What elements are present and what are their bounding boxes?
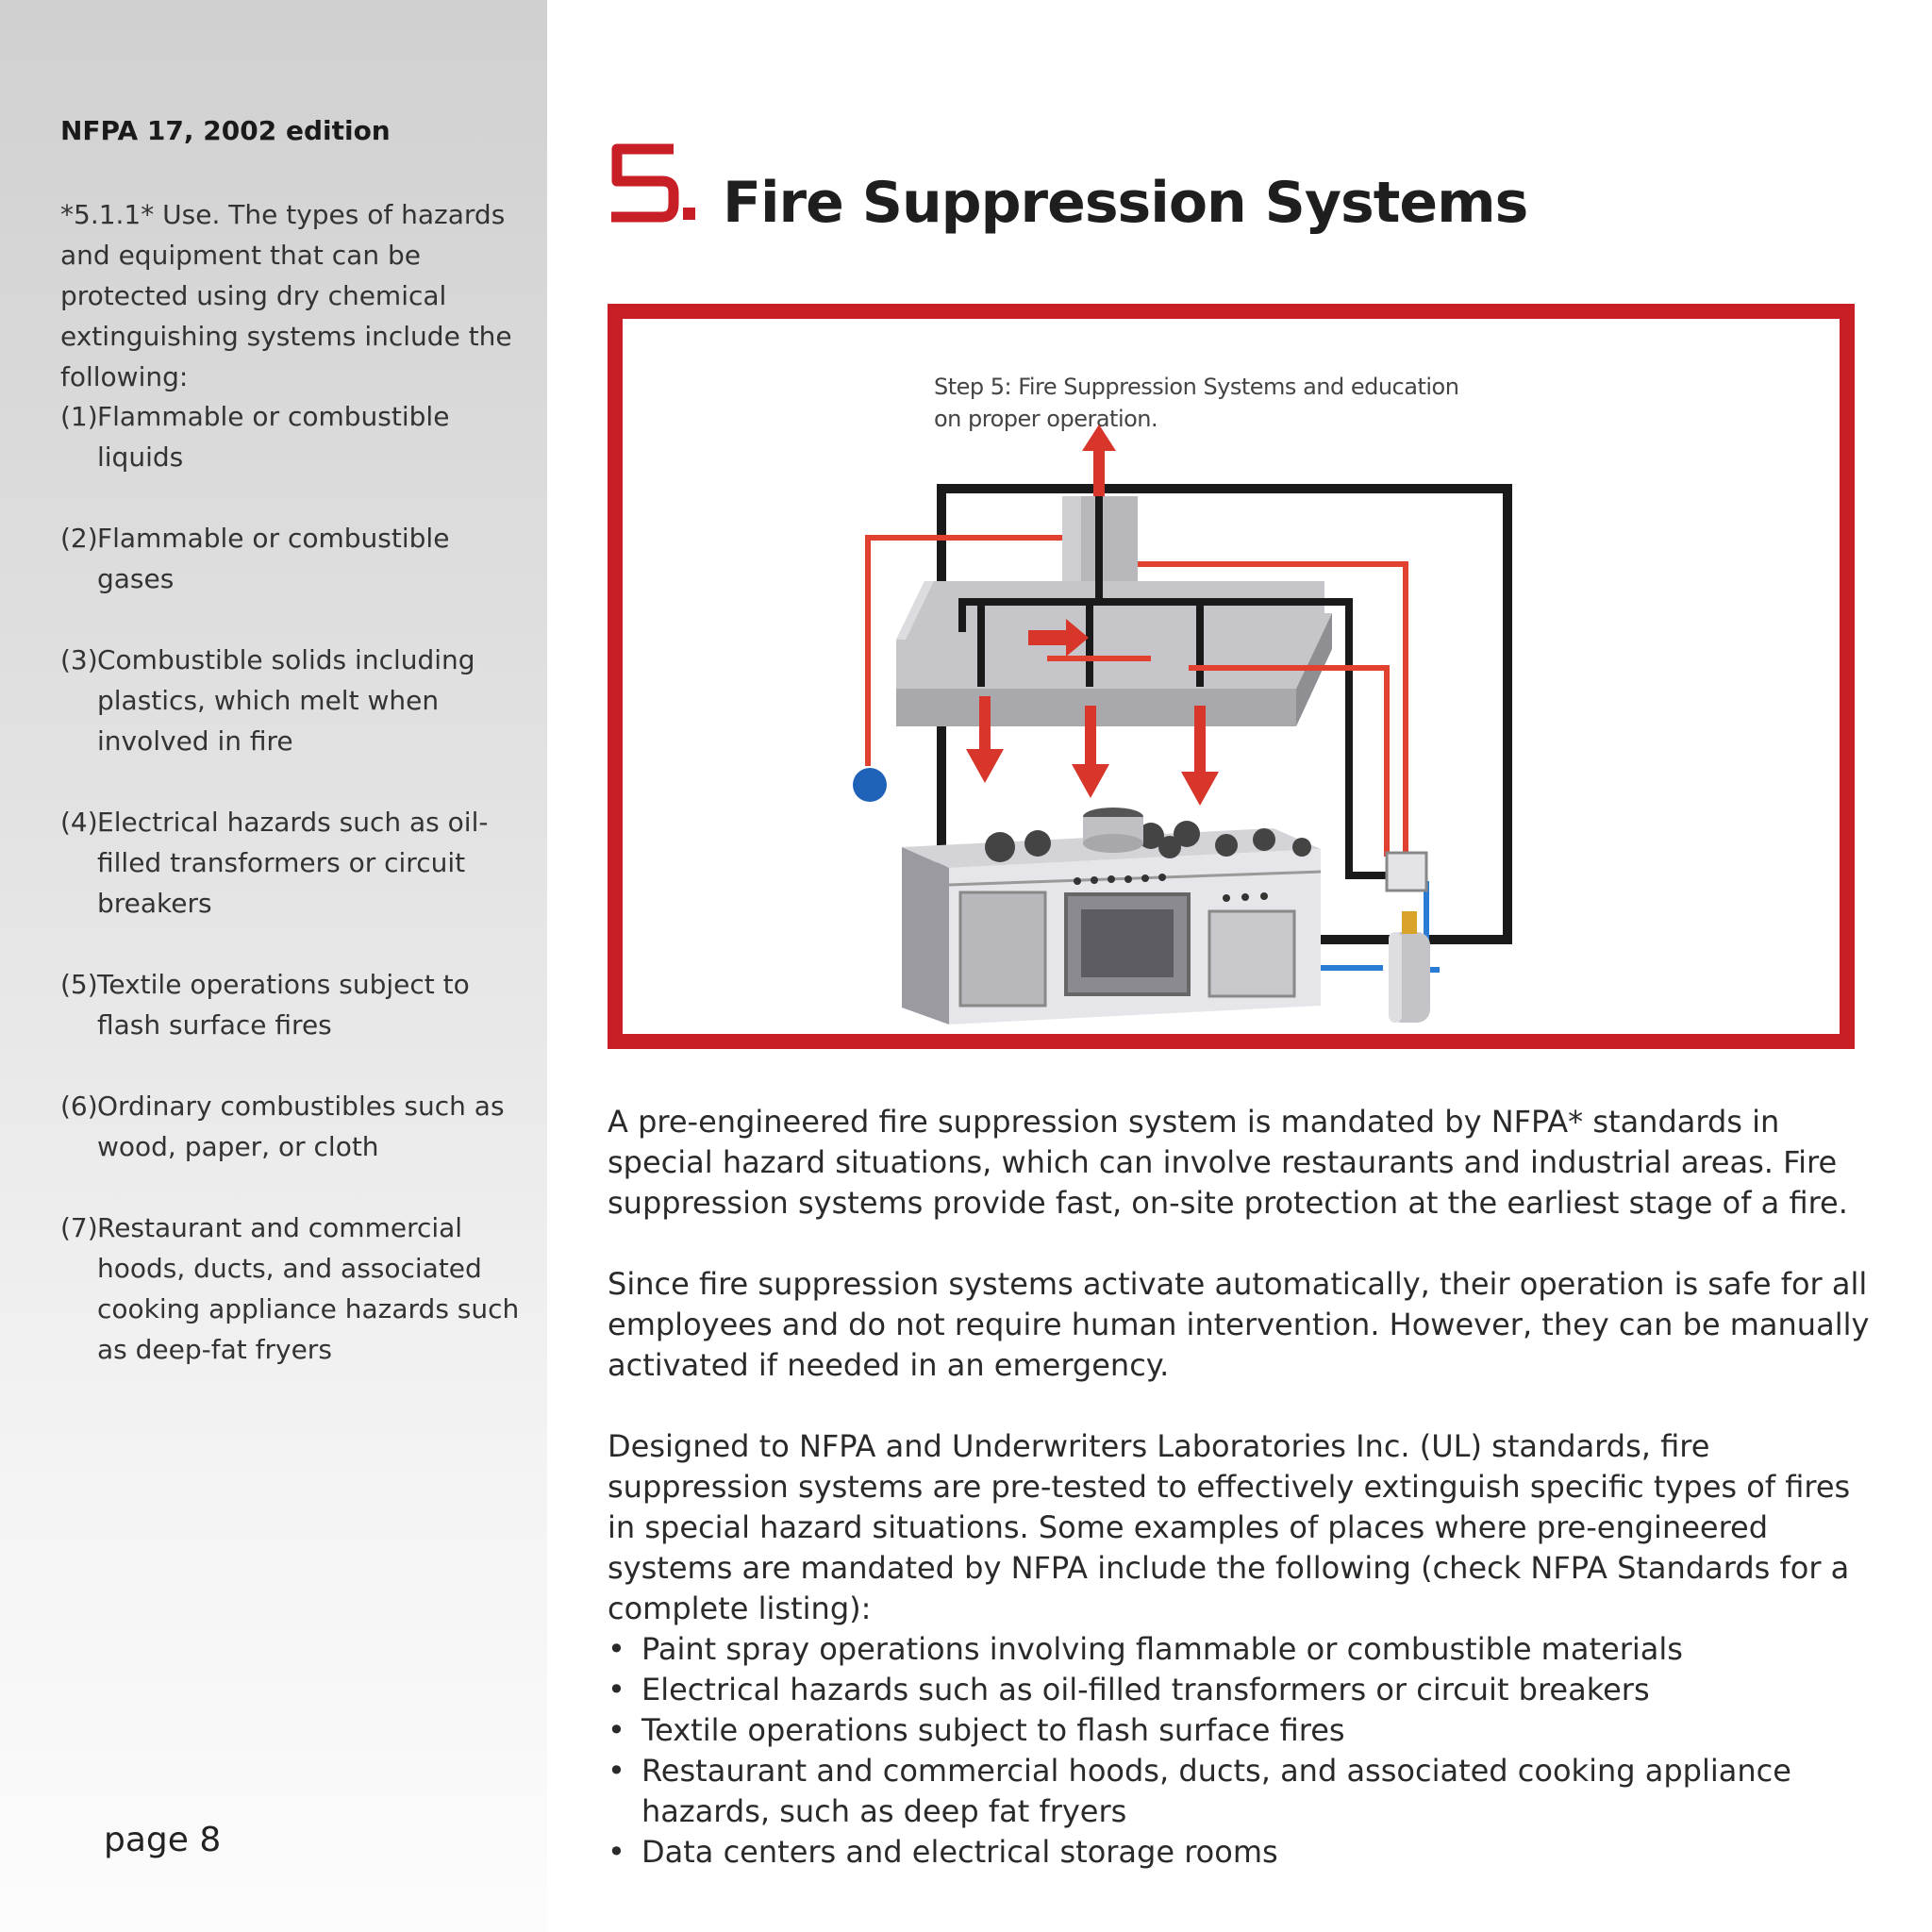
list-item: (7)Restaurant and commercial hoods, duct… bbox=[60, 1208, 532, 1370]
list-item: • Paint spray operations involving flamma… bbox=[608, 1629, 1872, 1670]
list-item-number: (4) bbox=[60, 807, 98, 838]
list-item: (6)Ordinary combustibles such as wood, p… bbox=[60, 1086, 532, 1167]
list-item-text: Flammable or combustible gases bbox=[97, 523, 450, 594]
list-item-text: Flammable or combustible liquids bbox=[97, 401, 450, 473]
list-item: (2)Flammable or combustible gases bbox=[60, 518, 532, 599]
list-item-text: Ordinary combustibles such as wood, pape… bbox=[97, 1091, 505, 1162]
list-item-text: Electrical hazards such as oil-filled tr… bbox=[641, 1672, 1650, 1707]
list-item: (1)Flammable or combustible liquids bbox=[60, 396, 532, 477]
list-item-text: Restaurant and commercial hoods, ducts, … bbox=[641, 1753, 1791, 1829]
agent-tank-icon bbox=[1389, 911, 1430, 1023]
sidebar: NFPA 17, 2002 edition *5.1.1* Use. The t… bbox=[0, 0, 547, 1932]
figure-caption: Step 5: Fire Suppression Systems and edu… bbox=[934, 374, 1459, 432]
list-item-text: Restaurant and commercial hoods, ducts, … bbox=[97, 1212, 520, 1365]
list-item: (5)Textile operations subject to flash s… bbox=[60, 964, 532, 1045]
body-text: A pre-engineered fire suppression system… bbox=[608, 1102, 1872, 1873]
list-item-text: Combustible solids including plastics, w… bbox=[97, 644, 475, 757]
list-item-text: Textile operations subject to flash surf… bbox=[641, 1712, 1345, 1748]
list-item: • Electrical hazards such as oil-filled t… bbox=[608, 1670, 1872, 1710]
title-text: Fire Suppression Systems bbox=[723, 170, 1528, 236]
bullet-icon: • bbox=[608, 1631, 625, 1667]
sidebar-intro: *5.1.1* Use. The types of hazards and eq… bbox=[60, 199, 512, 392]
bullet-icon: • bbox=[608, 1712, 625, 1748]
bullet-icon: • bbox=[608, 1672, 625, 1707]
bullet-icon: • bbox=[608, 1834, 625, 1870]
list-item-text: Textile operations subject to flash surf… bbox=[97, 969, 470, 1041]
list-item: (3)Combustible solids including plastics… bbox=[60, 640, 532, 761]
list-item-number: (6) bbox=[60, 1091, 98, 1122]
manual-pull-station-icon bbox=[853, 768, 887, 802]
list-item: • Restaurant and commercial hoods, ducts,… bbox=[608, 1751, 1872, 1832]
list-item-number: (1) bbox=[60, 401, 98, 432]
bullet-icon: • bbox=[608, 1753, 625, 1789]
list-item-number: (7) bbox=[60, 1212, 98, 1243]
page-number: page 8 bbox=[104, 1821, 222, 1859]
paragraph: A pre-engineered fire suppression system… bbox=[608, 1104, 1848, 1221]
list-item-number: (2) bbox=[60, 523, 98, 554]
list-item: • Data centers and electrical storage roo… bbox=[608, 1832, 1872, 1873]
exhaust-arrow-icon bbox=[1082, 425, 1116, 496]
list-item-number: (3) bbox=[60, 644, 98, 675]
section-number-5: 5. bbox=[611, 143, 695, 223]
list-item-text: Paint spray operations involving flammab… bbox=[641, 1631, 1683, 1667]
list-item-number: (5) bbox=[60, 969, 98, 1000]
list-item: • Textile operations subject to flash sur… bbox=[608, 1710, 1872, 1751]
control-head-icon bbox=[1385, 851, 1428, 892]
bullet-list: • Paint spray operations involving flamma… bbox=[608, 1629, 1872, 1873]
list-item: (4)Electrical hazards such as oil-filled… bbox=[60, 802, 532, 924]
illustration-frame: Step 5: Fire Suppression Systems and edu… bbox=[608, 304, 1855, 1049]
list-item-text: Data centers and electrical storage room… bbox=[641, 1834, 1278, 1870]
paragraph: Since fire suppression systems activate … bbox=[608, 1266, 1870, 1383]
kitchen-suppression-illustration bbox=[853, 425, 1512, 1024]
list-item-text: Electrical hazards such as oil-filled tr… bbox=[97, 807, 489, 919]
sidebar-list: (1)Flammable or combustible liquids (2)F… bbox=[60, 396, 532, 1410]
sidebar-heading: NFPA 17, 2002 edition bbox=[60, 115, 391, 146]
paragraph: Designed to NFPA and Underwriters Labora… bbox=[608, 1428, 1851, 1626]
